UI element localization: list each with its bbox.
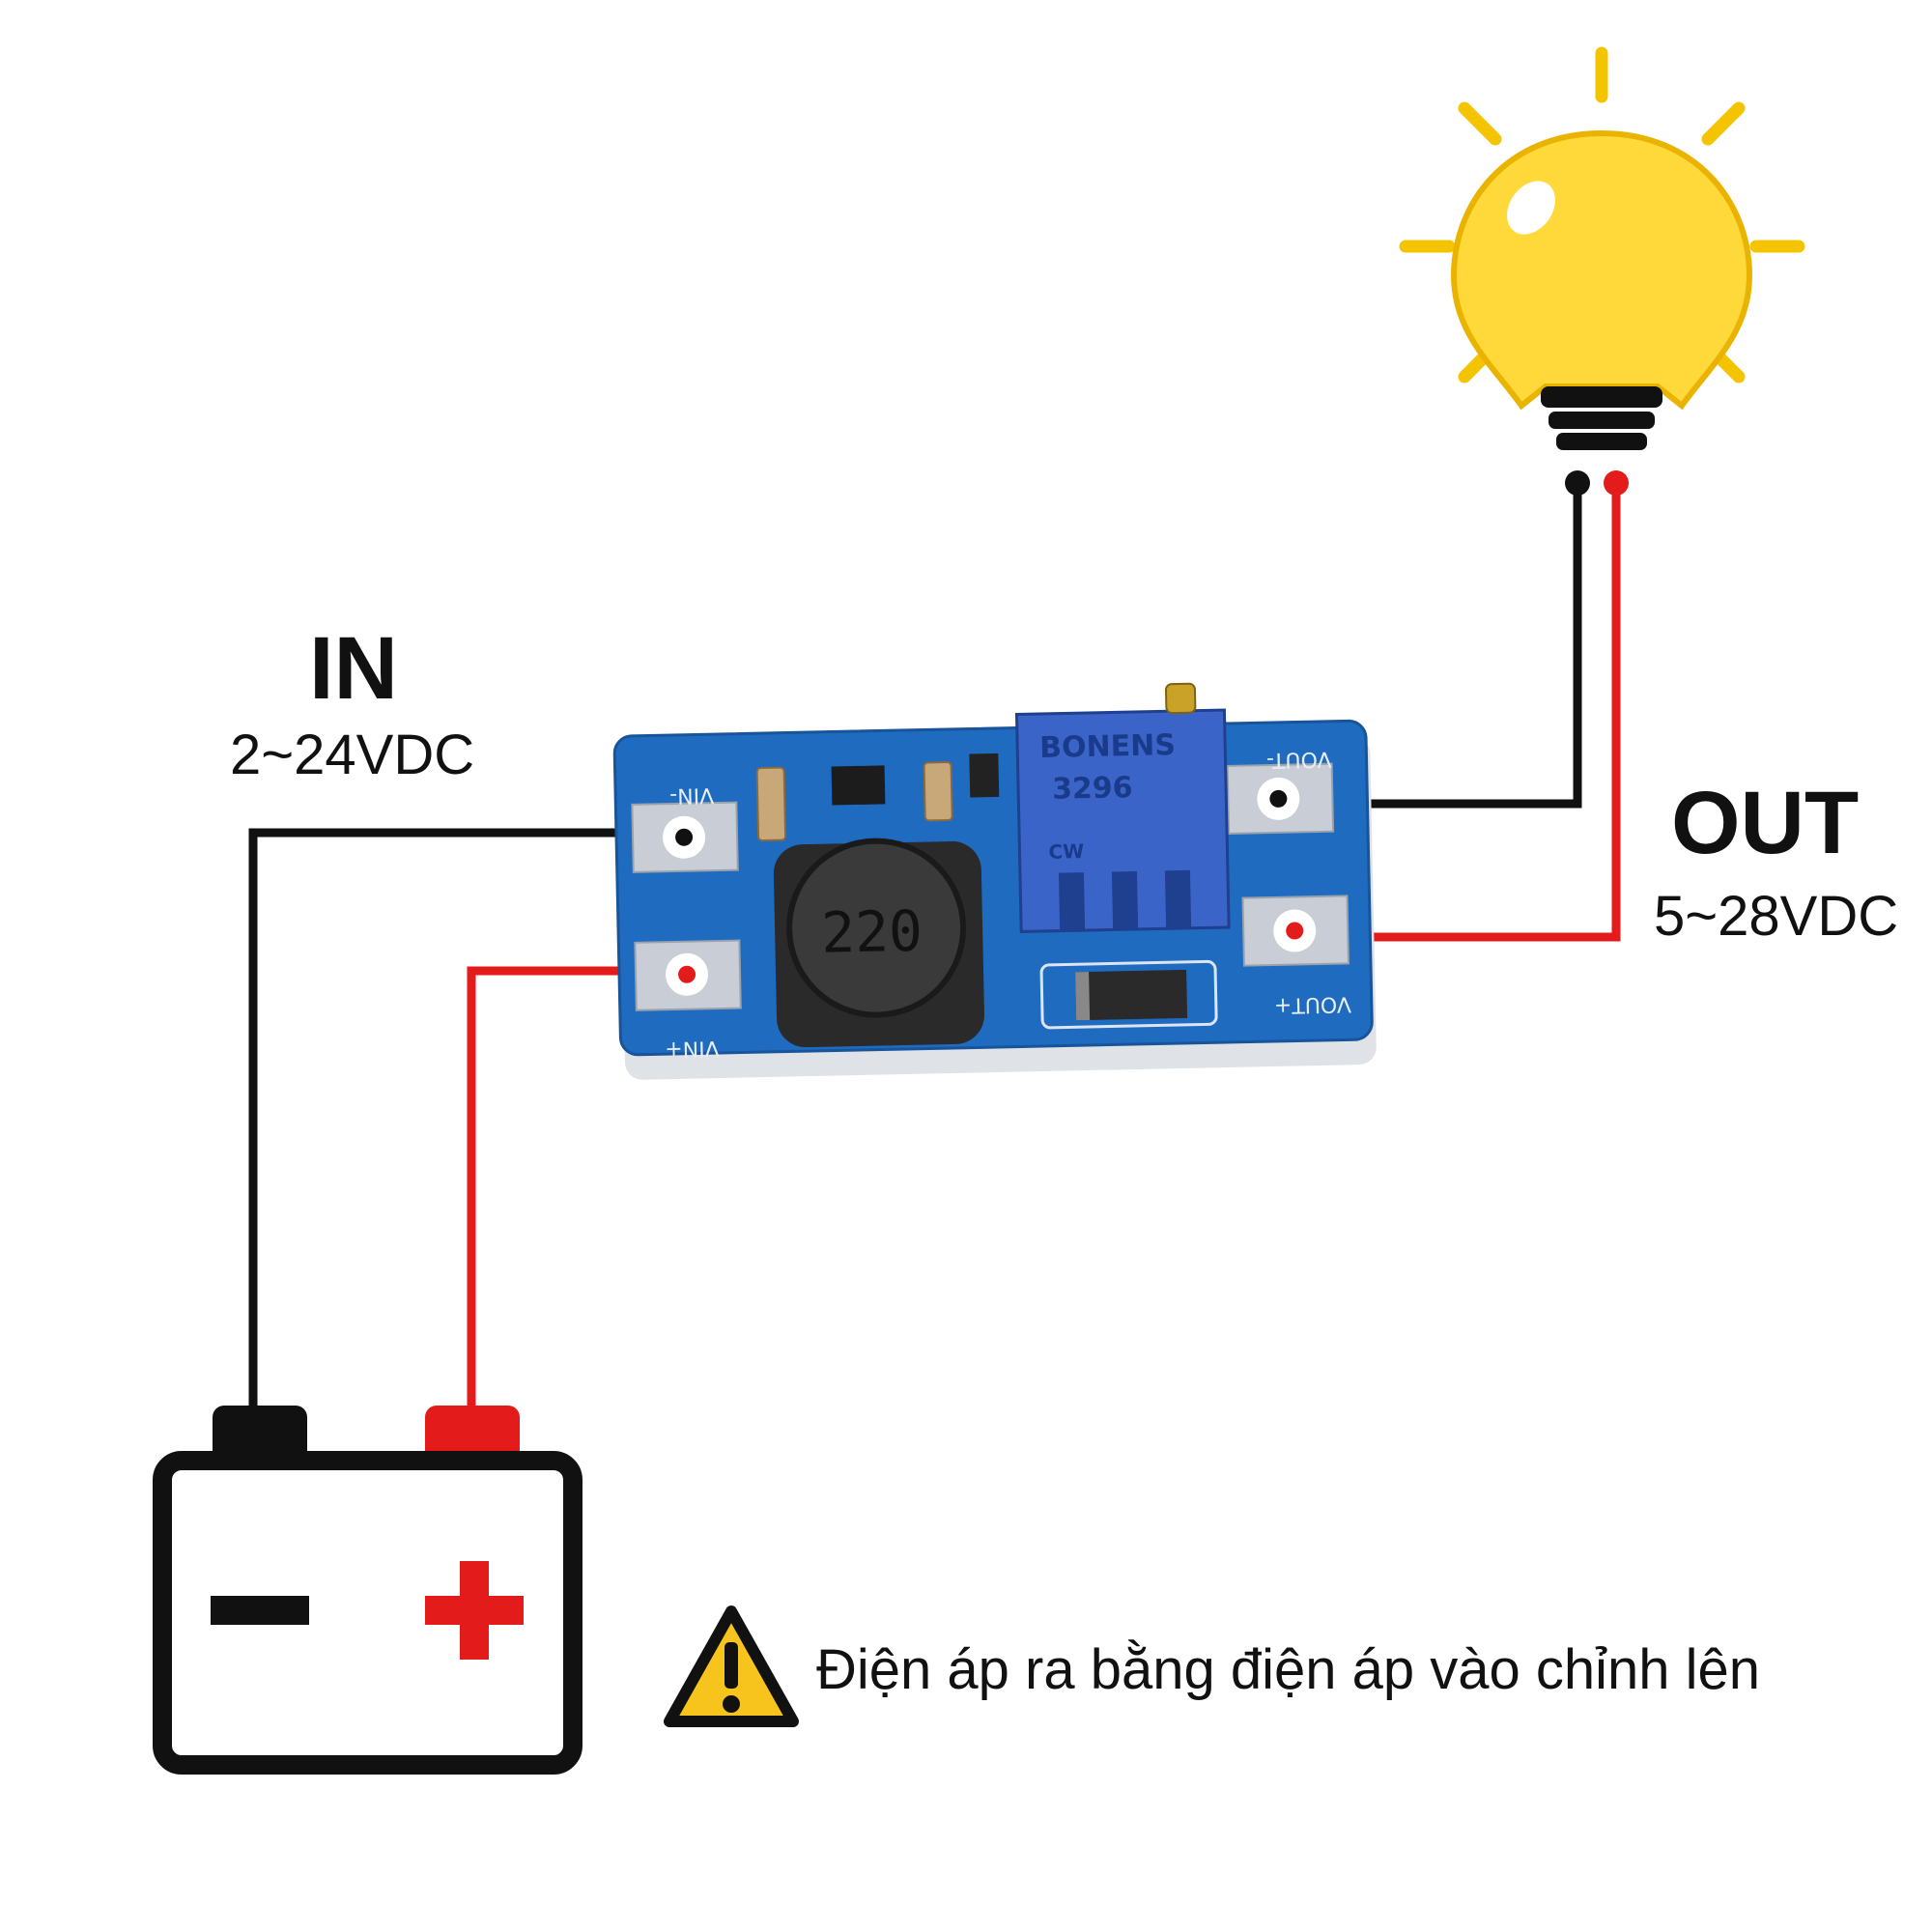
trimmer-potentiometer[interactable]: BONENS 3296 CW — [1014, 682, 1231, 933]
inductor-marking: 220 — [820, 898, 923, 966]
capacitor — [923, 761, 953, 822]
label-vout-plus: VOUT+ — [1274, 991, 1351, 1017]
capacitor — [755, 766, 787, 842]
pot-direction: CW — [1048, 839, 1084, 864]
adjust-screw[interactable] — [1164, 682, 1197, 715]
diode — [1039, 959, 1218, 1030]
output-positive-wire — [1302, 485, 1621, 942]
output-title: OUT — [1671, 774, 1860, 872]
output-voltage-range: 5~28VDC — [1654, 885, 1899, 948]
solder-point-vin-minus — [675, 828, 694, 846]
inductor: 220 — [773, 838, 984, 1048]
pot-model: 3296 — [1052, 771, 1133, 807]
battery-icon — [153, 1406, 582, 1775]
input-title: IN — [309, 619, 398, 718]
warning-note: Điện áp ra bằng điện áp vào chỉnh lên — [816, 1638, 1761, 1701]
solder-point-vin-plus — [678, 965, 696, 983]
ic-chip — [831, 765, 886, 806]
label-vout-minus: VOUT- — [1266, 747, 1332, 772]
output-negative-wire — [1283, 485, 1582, 809]
input-positive-wire — [467, 966, 681, 1420]
pot-brand: BONENS — [1039, 728, 1176, 765]
solder-point-vout-plus — [1286, 922, 1304, 940]
label-vin-minus: VIN- — [669, 782, 714, 808]
label-vin-plus: VIN+ — [665, 1036, 720, 1061]
resistor — [969, 753, 1000, 798]
warning-icon — [664, 1605, 799, 1727]
minus-sign — [211, 1596, 309, 1625]
solder-point-vout-minus — [1269, 789, 1288, 808]
light-bulb-icon — [1399, 46, 1805, 496]
input-voltage-range: 2~24VDC — [230, 724, 475, 786]
input-negative-wire — [248, 828, 676, 1420]
boost-converter-board: VIN- VIN+ VOUT- VOUT+ 220 BONENS 3296 — [612, 682, 1377, 1080]
